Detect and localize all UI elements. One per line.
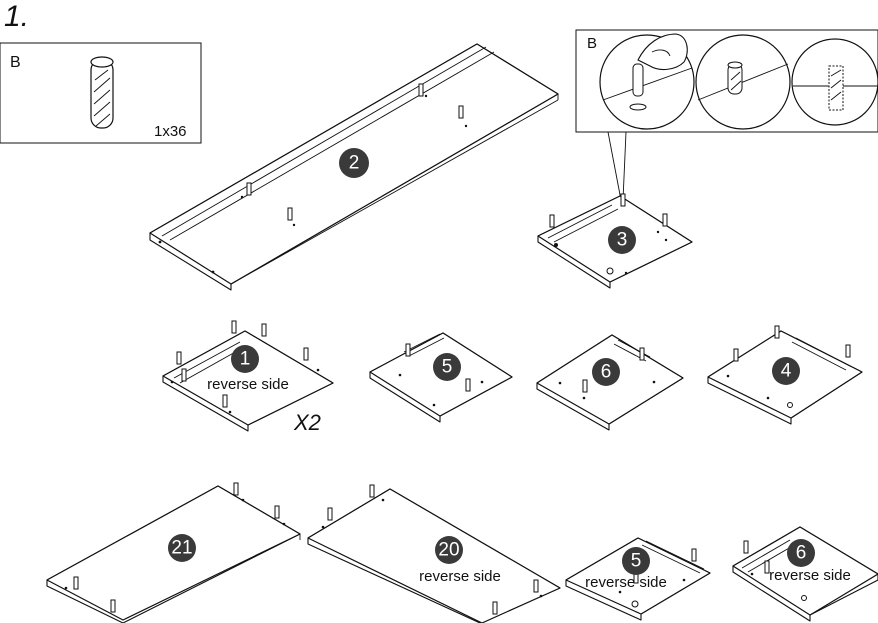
dowel-icon	[465, 378, 471, 392]
dowel-icon	[261, 323, 267, 337]
part-note: reverse side	[419, 568, 501, 585]
part-21: 21	[46, 482, 301, 623]
dowel-icon	[240, 182, 252, 199]
part-4: 4	[707, 325, 863, 425]
part-number: 5	[442, 357, 453, 378]
dowel-icon	[327, 507, 333, 521]
dowel-icon	[533, 579, 539, 593]
dowel-icon	[764, 560, 770, 574]
dowel-icon	[231, 320, 237, 334]
part-number: 4	[781, 361, 792, 382]
part-note: reverse side	[769, 567, 851, 584]
dowel-icon	[662, 213, 668, 227]
step-number: 1.	[4, 0, 29, 33]
dowel-icon	[743, 540, 749, 554]
dowel-icon	[405, 343, 411, 357]
dowel-icon	[620, 193, 626, 207]
part-2: 2	[149, 43, 559, 291]
dowel-icon	[369, 484, 375, 498]
dowel-icon	[691, 548, 697, 562]
dowel-icon	[549, 214, 555, 228]
multiplier-label: X2	[293, 410, 321, 435]
part-number: 2	[349, 153, 360, 174]
dowel-cross-section-icon	[791, 38, 878, 126]
dowel-icon	[222, 394, 228, 408]
part-number: 1	[240, 349, 251, 370]
dowel-icon	[639, 347, 645, 361]
part-number: 6	[601, 362, 612, 383]
dowel-icon	[492, 601, 498, 615]
hand-insert-dowel-icon	[599, 33, 695, 130]
part-note: reverse side	[585, 574, 667, 591]
part-6a: 6	[536, 334, 684, 431]
part-1: 1 reverse side	[162, 320, 334, 432]
part-3: 3	[537, 193, 693, 289]
part-20: 20 reverse side	[307, 484, 561, 623]
dowel-icon	[287, 207, 296, 227]
part-number: 20	[438, 540, 459, 561]
dowel-icon	[418, 83, 428, 98]
dowel-icon	[582, 379, 588, 393]
dowel-icon	[73, 576, 79, 590]
dowel-icon	[181, 368, 187, 382]
dowel-icon	[458, 105, 468, 128]
dowel-icon	[303, 347, 309, 361]
dowel-icon	[176, 351, 182, 365]
wooden-dowel-icon	[90, 56, 114, 129]
part-number: 3	[617, 230, 628, 251]
part-note: reverse side	[207, 376, 289, 393]
dowel-in-hole-icon	[695, 34, 791, 130]
dowel-icon	[774, 325, 780, 339]
legend-letter: B	[10, 54, 21, 71]
dowel-icon	[845, 344, 851, 358]
part-5a: 5	[369, 332, 513, 423]
detail-letter: B	[587, 35, 597, 52]
dowel-icon	[110, 599, 116, 613]
detail-box: B	[575, 29, 878, 201]
part-number: 6	[796, 543, 807, 564]
legend-box: B 1x36	[0, 42, 202, 144]
dowel-icon	[274, 505, 280, 519]
part-number: 21	[171, 538, 192, 559]
dowel-icon	[233, 482, 239, 496]
part-6b: 6 reverse side	[732, 526, 878, 622]
legend-quantity: 1x36	[154, 123, 187, 140]
part-5b: 5 reverse side	[565, 537, 711, 621]
dowel-icon	[733, 348, 739, 362]
part-number: 5	[631, 551, 642, 572]
